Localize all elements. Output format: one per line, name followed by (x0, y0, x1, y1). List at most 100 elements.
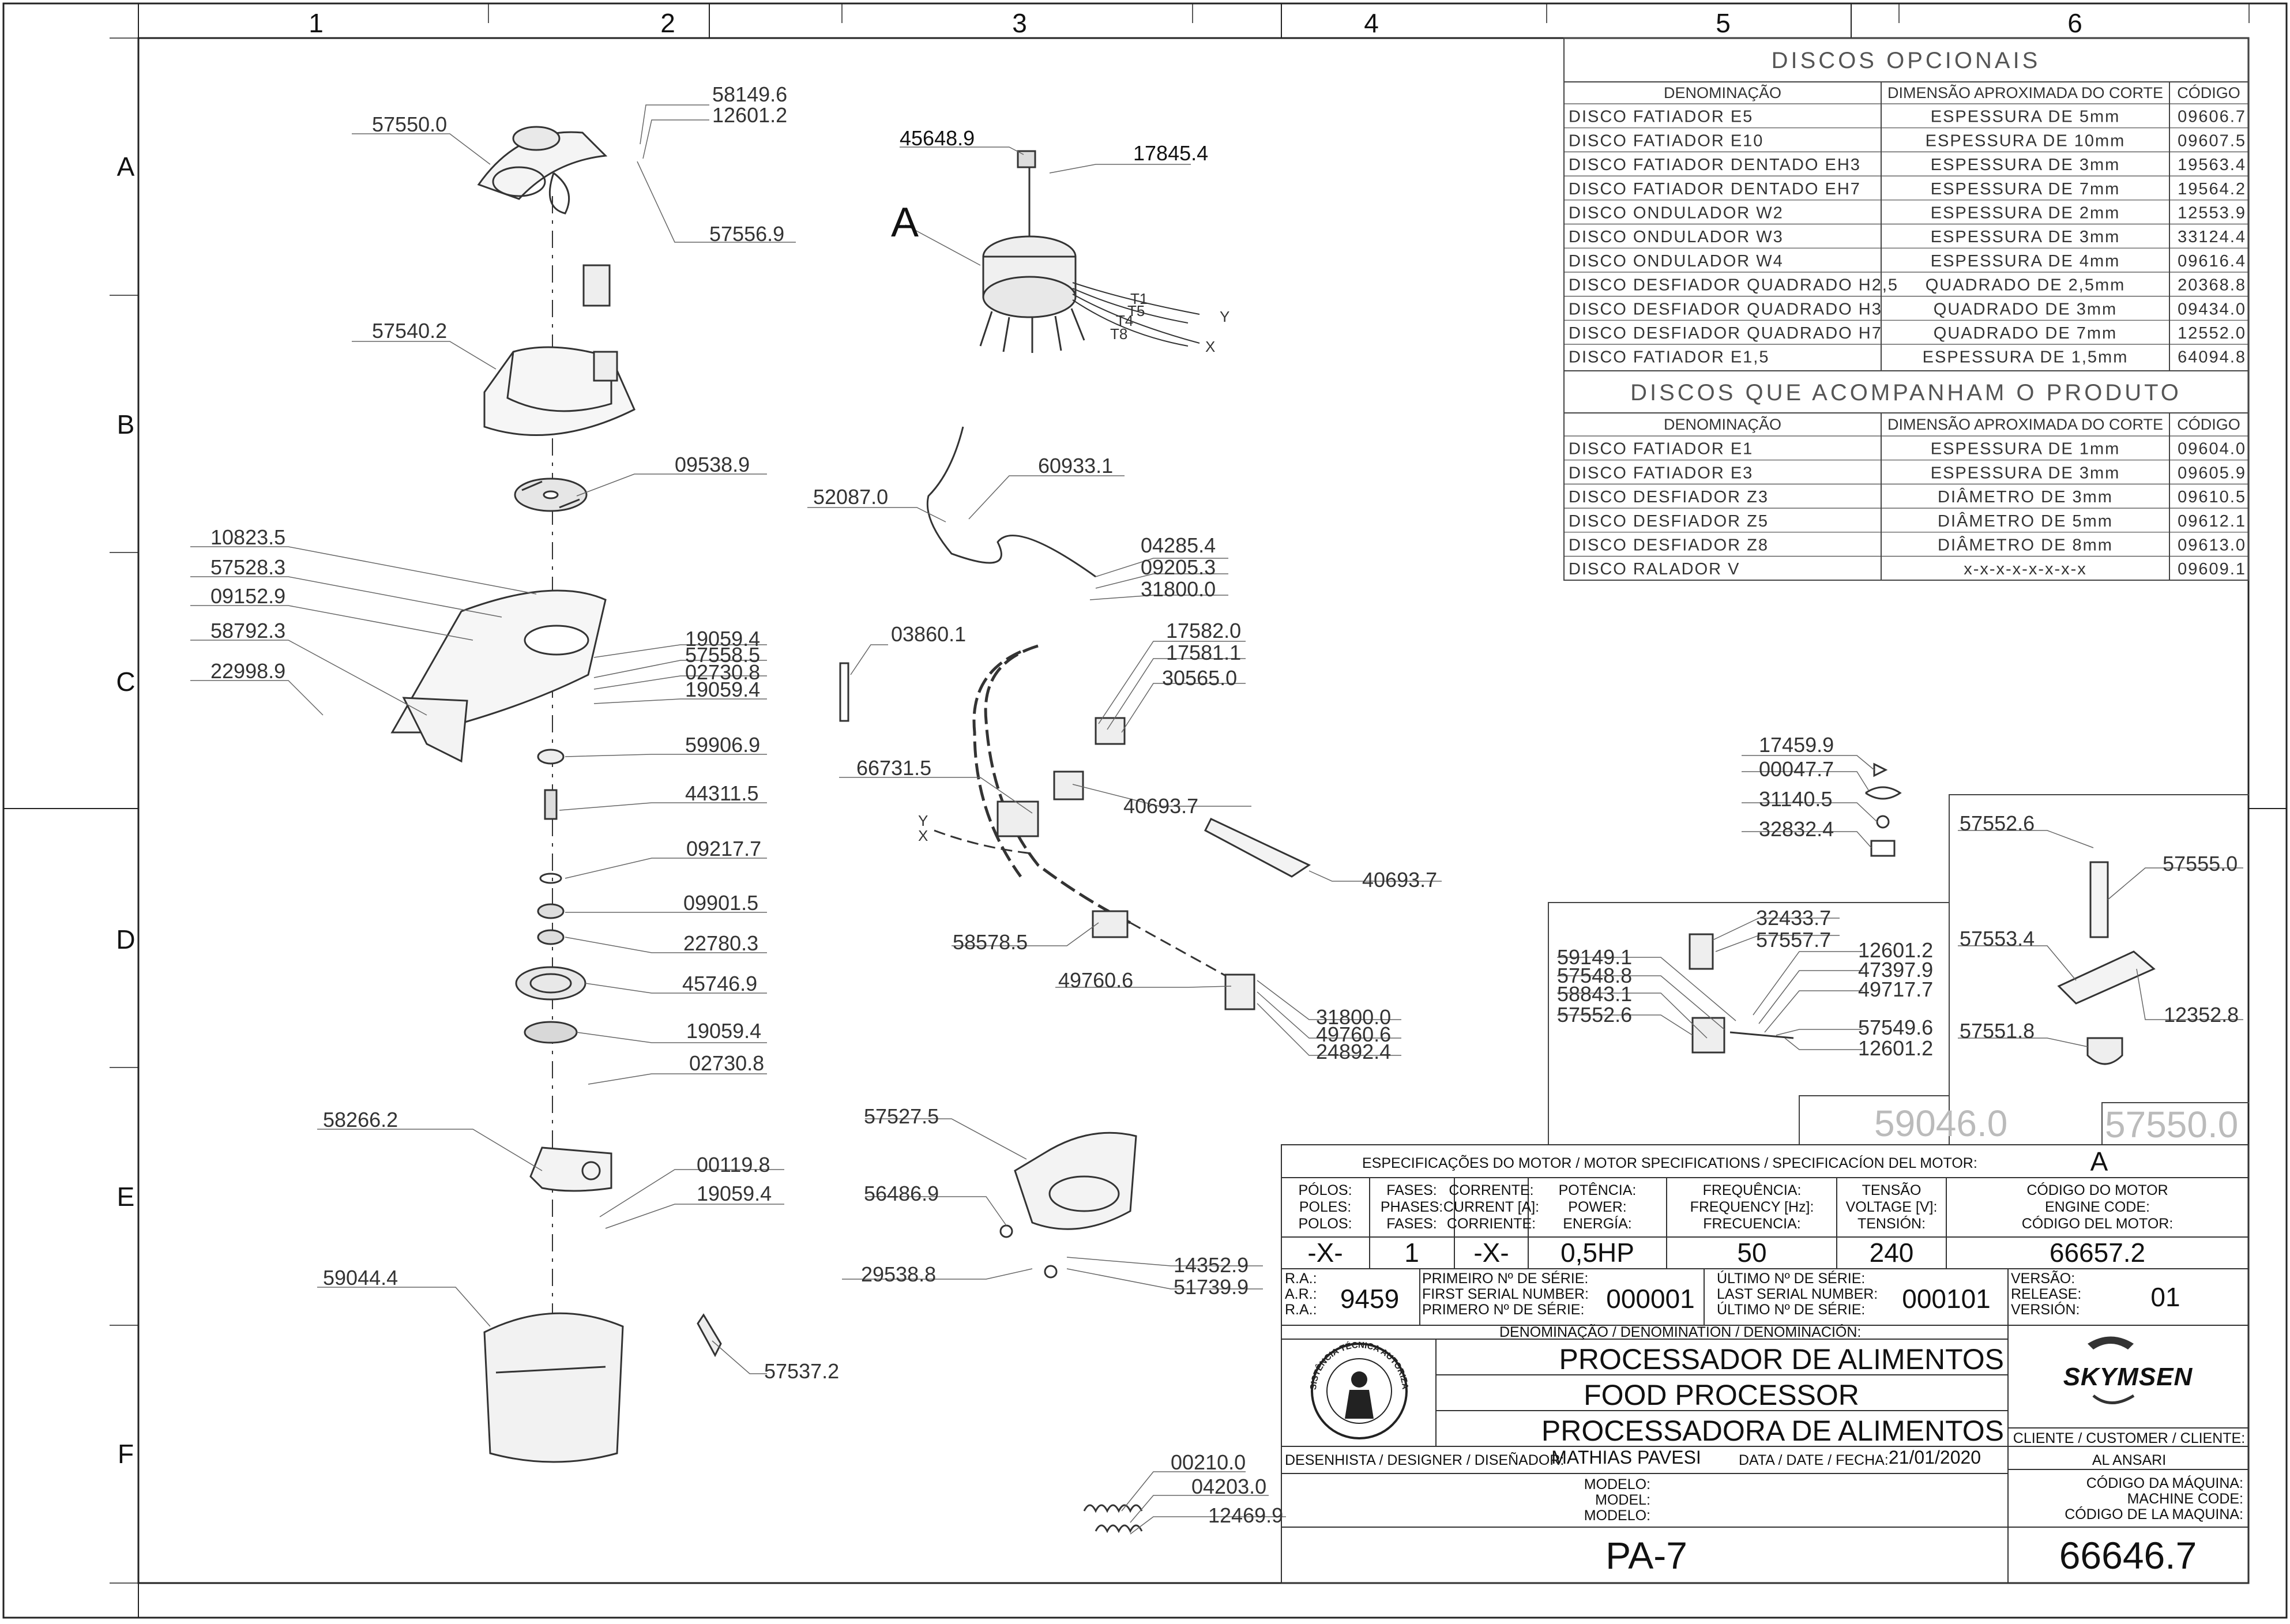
date-value: 21/01/2020 (1889, 1447, 1981, 1468)
housing-59044-drawing (483, 1312, 624, 1463)
model-value: PA-7 (1605, 1534, 1687, 1577)
date-header: DATA / DATE / FECHA: (1739, 1452, 1889, 1468)
part-label-12601-2: 12601.2 (712, 103, 787, 127)
motor-spec-title: ESPECIFICAÇÕES DO MOTOR / MOTOR SPECIFIC… (1362, 1155, 1977, 1171)
part-label-49760-6: 49760.6 (1316, 1022, 1391, 1046)
tray-57527-drawing (999, 1131, 1137, 1279)
current-header: CORRENTE:CURRENT [A]:CORRIENTE: (1443, 1182, 1539, 1232)
frequency-value: 50 (1737, 1238, 1766, 1268)
part-label-59149-1: 59149.1 (1557, 945, 1632, 969)
current-value: -X- (1473, 1238, 1509, 1268)
optional-discs-title: DISCOS OPCIONAIS (1772, 48, 2041, 73)
part-label-31800-0: 31800.0 (1141, 577, 1216, 601)
part-label-57552-6: 57552.6 (1557, 1003, 1632, 1027)
disc-dimension: ESPESSURA DE 3mm (1931, 228, 2120, 246)
disc-name: DISCO DESFIADOR QUADRADO H2,5 (1569, 276, 1898, 295)
part-label-24892-4: 24892.4 (1316, 1040, 1391, 1063)
part-label-56486-9: 56486.9 (864, 1182, 939, 1205)
version-value: 01 (2150, 1282, 2180, 1312)
disc-name: DISCO DESFIADOR Z8 (1569, 536, 1769, 555)
disc-dimension: DIÂMETRO DE 3mm (1938, 487, 2113, 506)
included-discs-title: DISCOS QUE ACOMPANHAM O PRODUTO (1630, 380, 2182, 405)
disc-name: DISCO ONDULADOR W3 (1569, 228, 1784, 246)
subassembly-code-59046-0: 59046.0 (1874, 1103, 2007, 1144)
grid-row-d: D (116, 924, 135, 954)
part-label-57540-2: 57540.2 (372, 319, 447, 343)
clip-57537-drawing (697, 1313, 722, 1358)
part-label-57527-5: 57527.5 (864, 1104, 939, 1128)
power-header: POTÊNCIA:POWER:ENERGÍA: (1559, 1182, 1637, 1232)
wire-label-x: X (918, 827, 928, 844)
wire-label-t4: T4 (1116, 312, 1133, 329)
pusher-57550-drawing (2057, 861, 2156, 1065)
wiring-harness-drawing (839, 426, 1311, 1010)
part-label-19059-4: 19059.4 (697, 1182, 772, 1205)
machine-code-value: 66646.7 (2059, 1534, 2197, 1577)
part-label-10823-5: 10823.5 (210, 525, 285, 549)
disc-name: DISCO FATIADOR DENTADO EH3 (1569, 156, 1861, 174)
motor-ref-letter: A (2090, 1146, 2108, 1176)
disc-name: DISCO DESFIADOR QUADRADO H7 (1569, 324, 1882, 343)
grid-col-5: 5 (1716, 8, 1731, 38)
disc-code: 33124.4 (2178, 228, 2246, 246)
disc-code: 19564.2 (2178, 180, 2246, 198)
part-label-17845-4: 17845.4 (1133, 141, 1208, 165)
last-serial-header: ÚLTIMO Nº DE SÉRIE:LAST SERIAL NUMBER:ÚL… (1717, 1270, 1878, 1318)
title-block: ESPECIFICAÇÕES DO MOTOR / MOTOR SPECIFIC… (0, 0, 2249, 1584)
part-label-02730-8: 02730.8 (689, 1051, 764, 1075)
part-label-58149-6: 58149.6 (712, 82, 787, 106)
disc-code: 09607.5 (2178, 131, 2246, 150)
client-value: AL ANSARI (2092, 1452, 2166, 1468)
motor-code-value: 66657.2 (2050, 1238, 2145, 1268)
part-label-40693-7: 40693.7 (1123, 794, 1198, 818)
first-serial-value: 000001 (1606, 1284, 1695, 1314)
version-header: VERSÃO:RELEASE:VERSIÓN: (2011, 1270, 2081, 1318)
part-label-19059-4: 19059.4 (685, 678, 760, 701)
part-label-09205-3: 09205.3 (1141, 555, 1216, 579)
wire-label-y: Y (1220, 308, 1229, 325)
part-label-12601-2: 12601.2 (1858, 938, 1933, 962)
included-discs-header-code: CÓDIGO (2177, 415, 2240, 433)
disc-code: 19563.4 (2178, 156, 2246, 174)
disc-table-grid (1563, 37, 2249, 581)
disc-code: 09609.1 (2178, 560, 2246, 578)
disc-name: DISCO FATIADOR E3 (1569, 464, 1753, 482)
disc-code: 12553.9 (2178, 204, 2246, 223)
part-label-19059-4: 19059.4 (685, 627, 760, 651)
optional-discs-header-code: CÓDIGO (2177, 84, 2240, 102)
last-serial-value: 000101 (1902, 1284, 1991, 1314)
part-label-57556-9: 57556.9 (709, 222, 784, 246)
product-name-pt: PROCESSADOR DE ALIMENTOS (1559, 1343, 2004, 1375)
disc-dimension: DIÂMETRO DE 5mm (1938, 512, 2113, 531)
grid-col-4: 4 (1364, 8, 1379, 38)
disc-dimension: QUADRADO DE 7mm (1934, 324, 2117, 343)
ra-header: R.A.:A.R.:R.A.: (1285, 1270, 1317, 1318)
disc-name: DISCO ONDULADOR W4 (1569, 252, 1784, 270)
grid-col-3: 3 (1012, 8, 1027, 38)
part-label-40693-7: 40693.7 (1362, 868, 1437, 892)
disc-code: 09613.0 (2178, 536, 2246, 555)
shaft-parts-drawing (515, 749, 586, 1044)
model-header: MODELO:MODEL:MODELO: (1584, 1476, 1650, 1524)
wire-label-t1: T1 (1130, 290, 1148, 307)
skymsen-logo: SKYMSEN (2063, 1336, 2193, 1404)
part-label-32832-4: 32832.4 (1759, 817, 1834, 841)
part-label-32433-7: 32433.7 (1756, 906, 1831, 930)
disc-code: 09604.0 (2178, 440, 2246, 458)
motor-A-drawing (979, 150, 1200, 353)
grid-col-1: 1 (309, 8, 324, 38)
part-label-09538-9: 09538.9 (675, 453, 750, 476)
grid-row-b: B (117, 409, 135, 439)
part-label-57550-0: 57550.0 (372, 112, 447, 136)
part-label-19059-4: 19059.4 (686, 1019, 761, 1043)
lid-57550-drawing (477, 126, 611, 307)
wire-label-t5: T5 (1127, 302, 1145, 319)
part-label-12352-8: 12352.8 (2164, 1003, 2239, 1027)
part-label-02730-8: 02730.8 (685, 660, 760, 684)
part-label-59906-9: 59906.9 (685, 733, 760, 757)
first-serial-header: PRIMEIRO Nº DE SÉRIE:FIRST SERIAL NUMBER… (1422, 1270, 1589, 1318)
part-label-12469-9: 12469.9 (1208, 1503, 1283, 1527)
part-label-group (190, 104, 2243, 1535)
